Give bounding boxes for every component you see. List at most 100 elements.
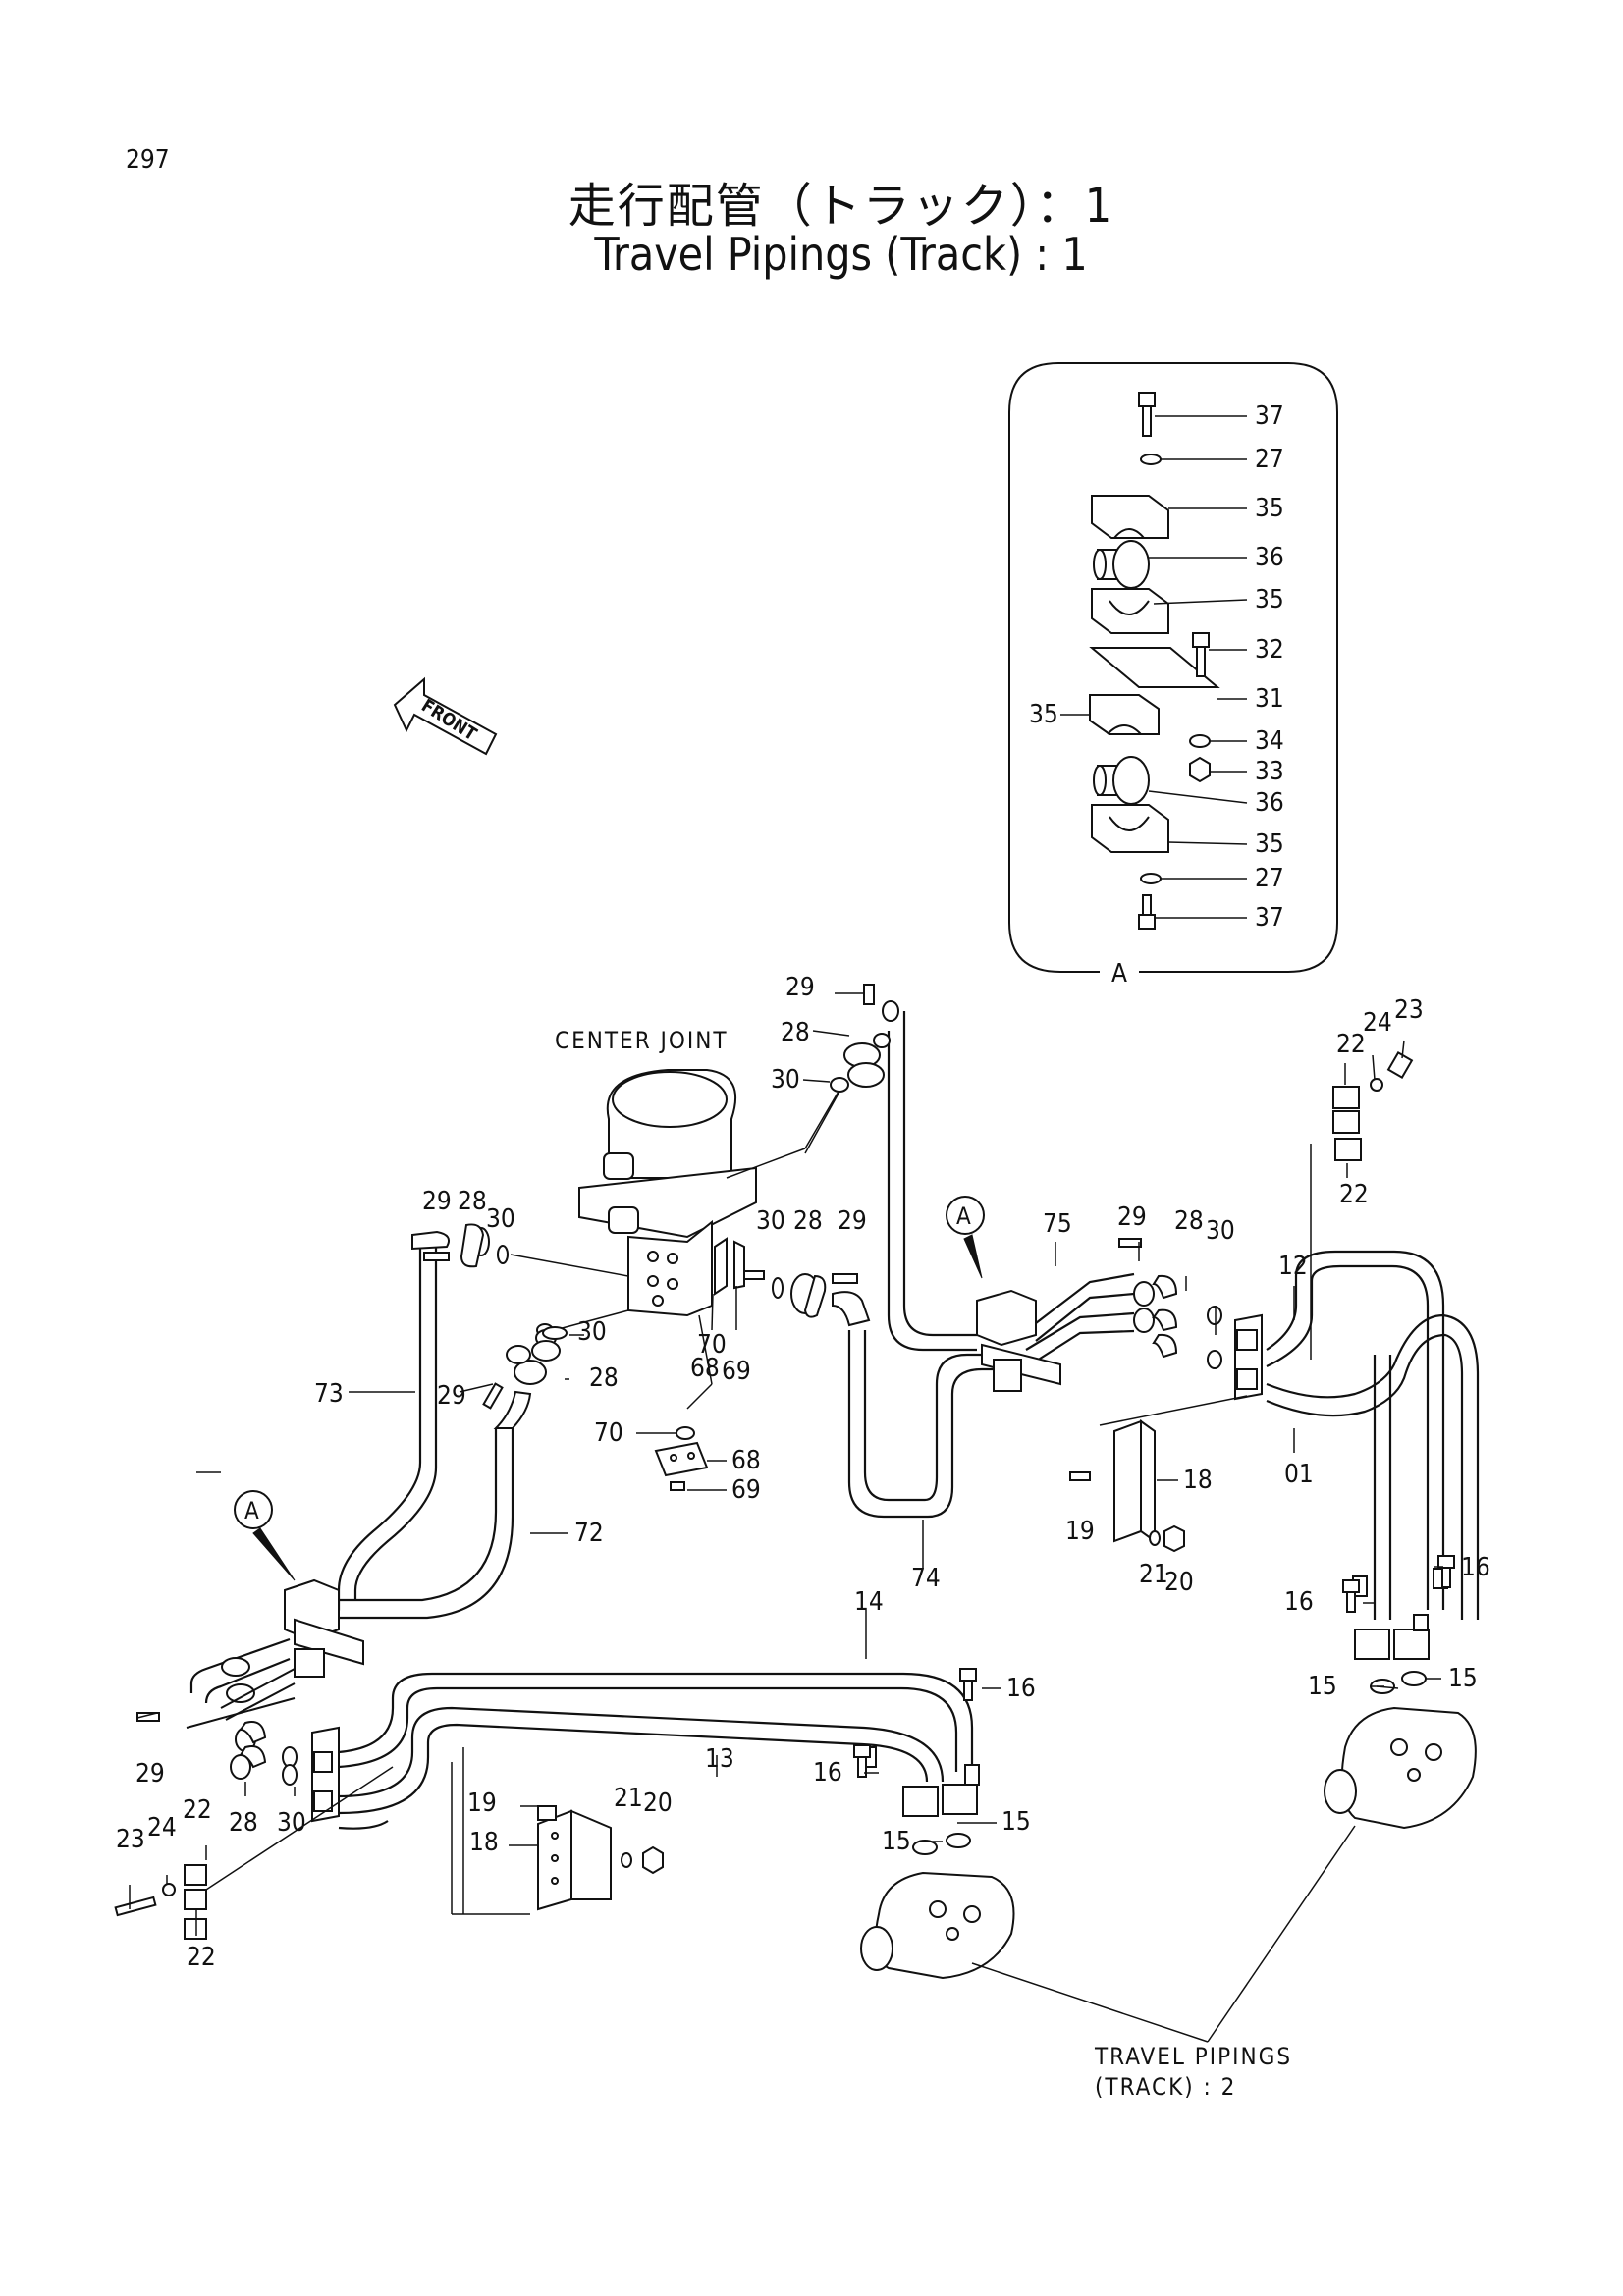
part-label: 15 [882,1827,911,1856]
part-label: 30 [1206,1216,1235,1246]
svg-text:A: A [244,1497,259,1524]
flange-fittings [136,984,1222,1786]
pipe-75 [887,1011,1135,1368]
part-label: 34 [1255,726,1284,756]
part-label: 12 [1278,1252,1308,1281]
washer-icon [1189,734,1211,748]
part-label: 33 [1255,757,1284,786]
plate-icon [654,1314,713,1491]
bolt-icon [853,1555,1455,1778]
leader-lines [129,992,1443,1936]
svg-text:A: A [956,1202,971,1230]
part-label: 24 [147,1813,177,1842]
part-label: 75 [1043,1209,1072,1239]
part-label: 72 [574,1519,604,1548]
clamp-half-icon [1089,694,1160,735]
part-label: 19 [1065,1517,1095,1546]
part-label: 30 [277,1808,306,1838]
part-label: 22 [1339,1180,1369,1209]
part-label: 35 [1255,829,1284,859]
part-label: 30 [771,1065,800,1095]
detail-view-label: A [1111,959,1127,988]
part-label: 18 [469,1828,499,1857]
detail-view-a: A [1008,362,1338,988]
pipe-13 [338,1706,945,1830]
part-label: 27 [1255,864,1284,893]
part-label: 37 [1255,401,1284,431]
part-label: 30 [486,1204,515,1234]
page-number: 297 [126,145,170,175]
part-label: 28 [793,1206,823,1236]
part-label: 70 [697,1330,727,1360]
part-label: 22 [183,1795,212,1825]
part-label: 21 [1139,1560,1168,1589]
part-label: 68 [690,1354,720,1383]
callout-a-circle: A [946,1196,985,1279]
part-label: 37 [1255,903,1284,933]
part-label: 18 [1183,1466,1213,1495]
travel-valve-right [1207,1568,1477,2043]
pipe-14 [338,1672,974,1772]
travel-pipings-reference-line2: (TRACK) : 2 [1095,2073,1236,2101]
part-label: 35 [1029,700,1058,729]
callout-a-circle: A [234,1490,296,1581]
part-label: 15 [1001,1807,1031,1837]
part-label: 28 [781,1018,810,1047]
travel-valve-left [860,1746,1209,2043]
part-label: 16 [1284,1587,1314,1617]
part-label: 19 [467,1789,497,1818]
pipe-74 [847,1330,997,1519]
part-label: 16 [813,1758,842,1788]
part-label: 16 [1006,1674,1036,1703]
travel-pipings-reference-line1: TRAVEL PIPINGS [1094,2043,1292,2070]
part-label: 13 [705,1744,734,1774]
part-label: 29 [422,1187,452,1216]
part-label: 15 [1308,1672,1337,1701]
pipe-clamp [1310,1050,1414,1360]
washer-icon [1140,873,1162,884]
center-joint: CENTER JOINT [555,1027,843,1317]
plate-icon [1089,647,1220,688]
part-label: 29 [135,1759,165,1789]
part-label: 36 [1255,788,1284,818]
part-label: 73 [314,1379,344,1409]
rubber-cushion-icon [1093,756,1150,805]
part-label: 35 [1255,494,1284,523]
part-label: 01 [1284,1460,1314,1489]
part-label: 28 [1174,1206,1204,1236]
front-arrow-icon: FRONT [393,676,498,756]
part-label: 22 [187,1943,216,1972]
part-label: 23 [116,1825,145,1854]
part-label: 22 [1336,1030,1366,1059]
pipe-clamp [1234,1313,1263,1401]
bolt-icon [1138,392,1156,437]
part-label: 23 [1394,995,1424,1025]
part-label: 29 [437,1381,466,1411]
page-title-japanese: 走行配管（トラック）：1 [568,179,1114,234]
part-label: 32 [1255,635,1284,665]
clamp-half-icon [1091,804,1169,853]
pipe-clamp [114,1766,394,1940]
part-label: 69 [731,1475,761,1505]
part-label: 14 [854,1587,884,1617]
part-label: 20 [643,1789,673,1818]
bolt-icon [1192,632,1210,677]
part-label: 29 [785,973,815,1002]
bolt-icon [1138,894,1156,930]
part-label: 27 [1255,445,1284,474]
part-label: 24 [1363,1008,1392,1038]
part-label: 28 [229,1808,258,1838]
clamp-half-icon [1091,588,1169,634]
part-label: 74 [911,1564,941,1593]
nut-icon [1189,756,1211,783]
part-label: 21 [614,1784,643,1813]
part-label: 16 [1461,1553,1490,1582]
pipe-clamp-bracket [186,1578,364,1729]
part-label: 30 [577,1317,607,1347]
part-label: 68 [731,1446,761,1475]
washer-icon [1140,454,1162,465]
part-label: 69 [722,1357,751,1386]
part-label: 31 [1255,684,1284,714]
part-label: 70 [594,1418,623,1448]
part-label: 29 [1117,1202,1147,1232]
